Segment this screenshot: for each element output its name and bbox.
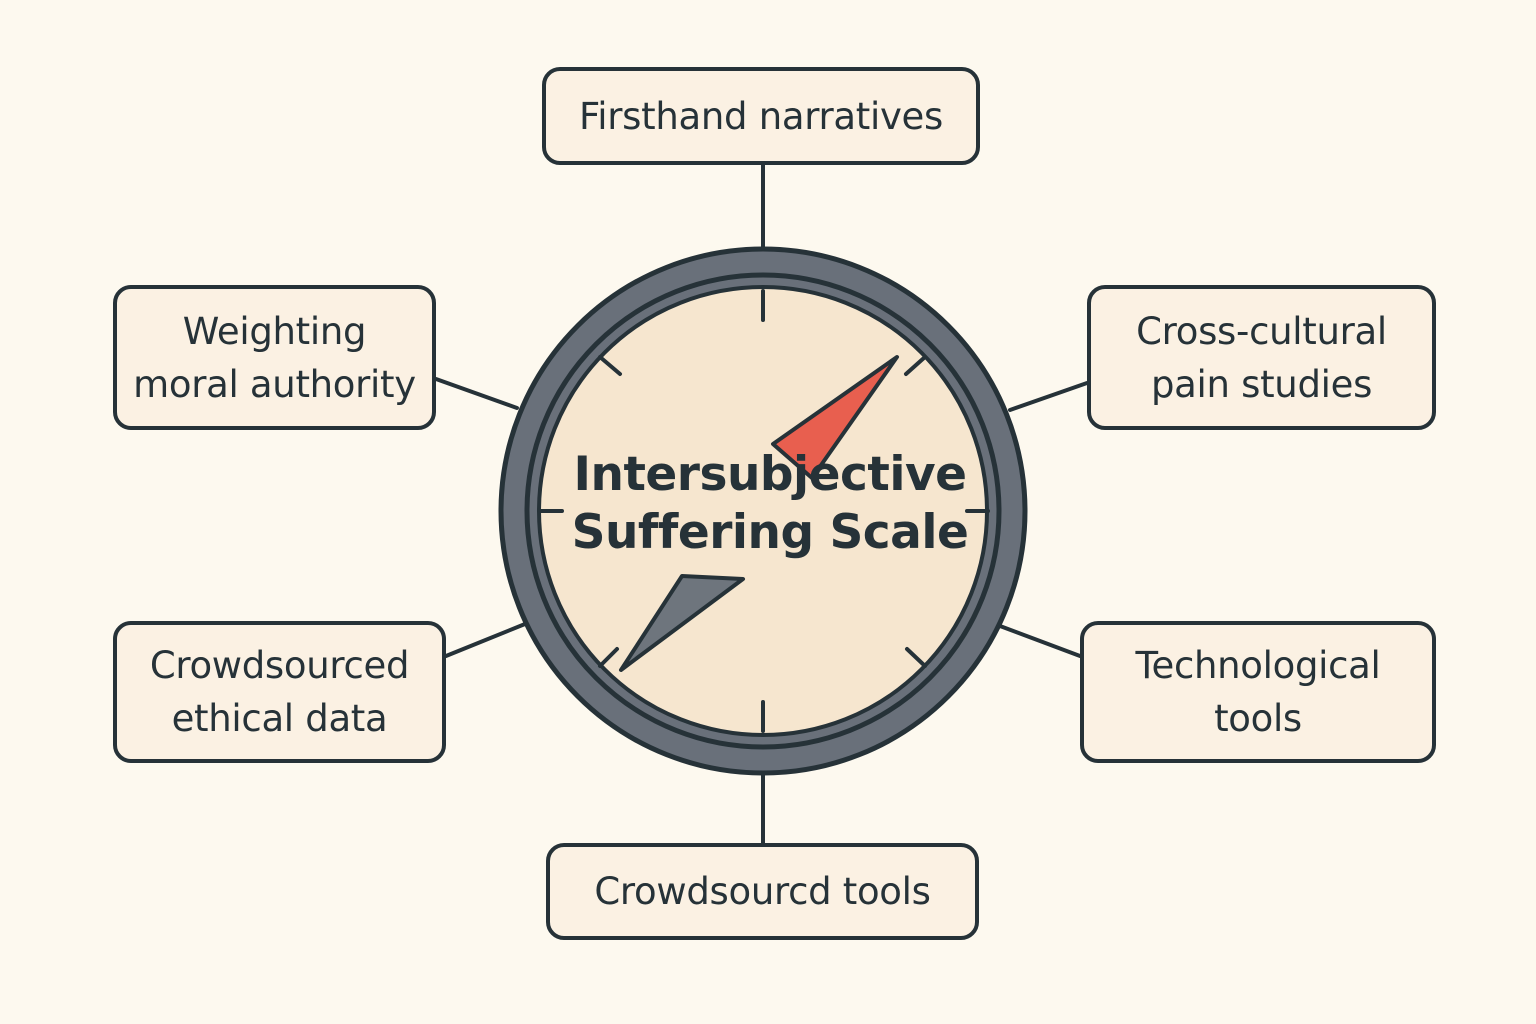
connector-lower-right	[998, 624, 1082, 658]
center-title: Intersubjective Suffering Scale	[571, 447, 969, 560]
gauge-inner-rim	[524, 272, 1002, 750]
gauge-tick-upper-right	[904, 355, 927, 376]
node-crowdsourced-ethical-data: Crowdsourced ethical data	[113, 621, 446, 763]
connector-upper-right	[1008, 381, 1089, 412]
node-technological-tools: Technological tools	[1080, 621, 1436, 763]
gauge-needle-gray	[619, 574, 745, 672]
connector-upper-left	[434, 377, 519, 410]
node-weighting-moral-authority: Weighting moral authority	[113, 285, 436, 430]
node-crowdsourcd-tools: Crowdsourcd tools	[546, 843, 979, 940]
node-cross-cultural-pain-studies: Cross-cultural pain studies	[1087, 285, 1436, 430]
connector-lower-left	[444, 622, 527, 658]
gauge-icon	[498, 246, 1028, 776]
gauge-tick-lower-left	[598, 647, 619, 668]
gauge-needle-red	[771, 355, 899, 480]
node-firsthand-narratives: Firsthand narratives	[542, 67, 980, 165]
gauge-tick-lower-right	[905, 647, 927, 668]
gauge-tick-upper-left	[598, 355, 622, 376]
